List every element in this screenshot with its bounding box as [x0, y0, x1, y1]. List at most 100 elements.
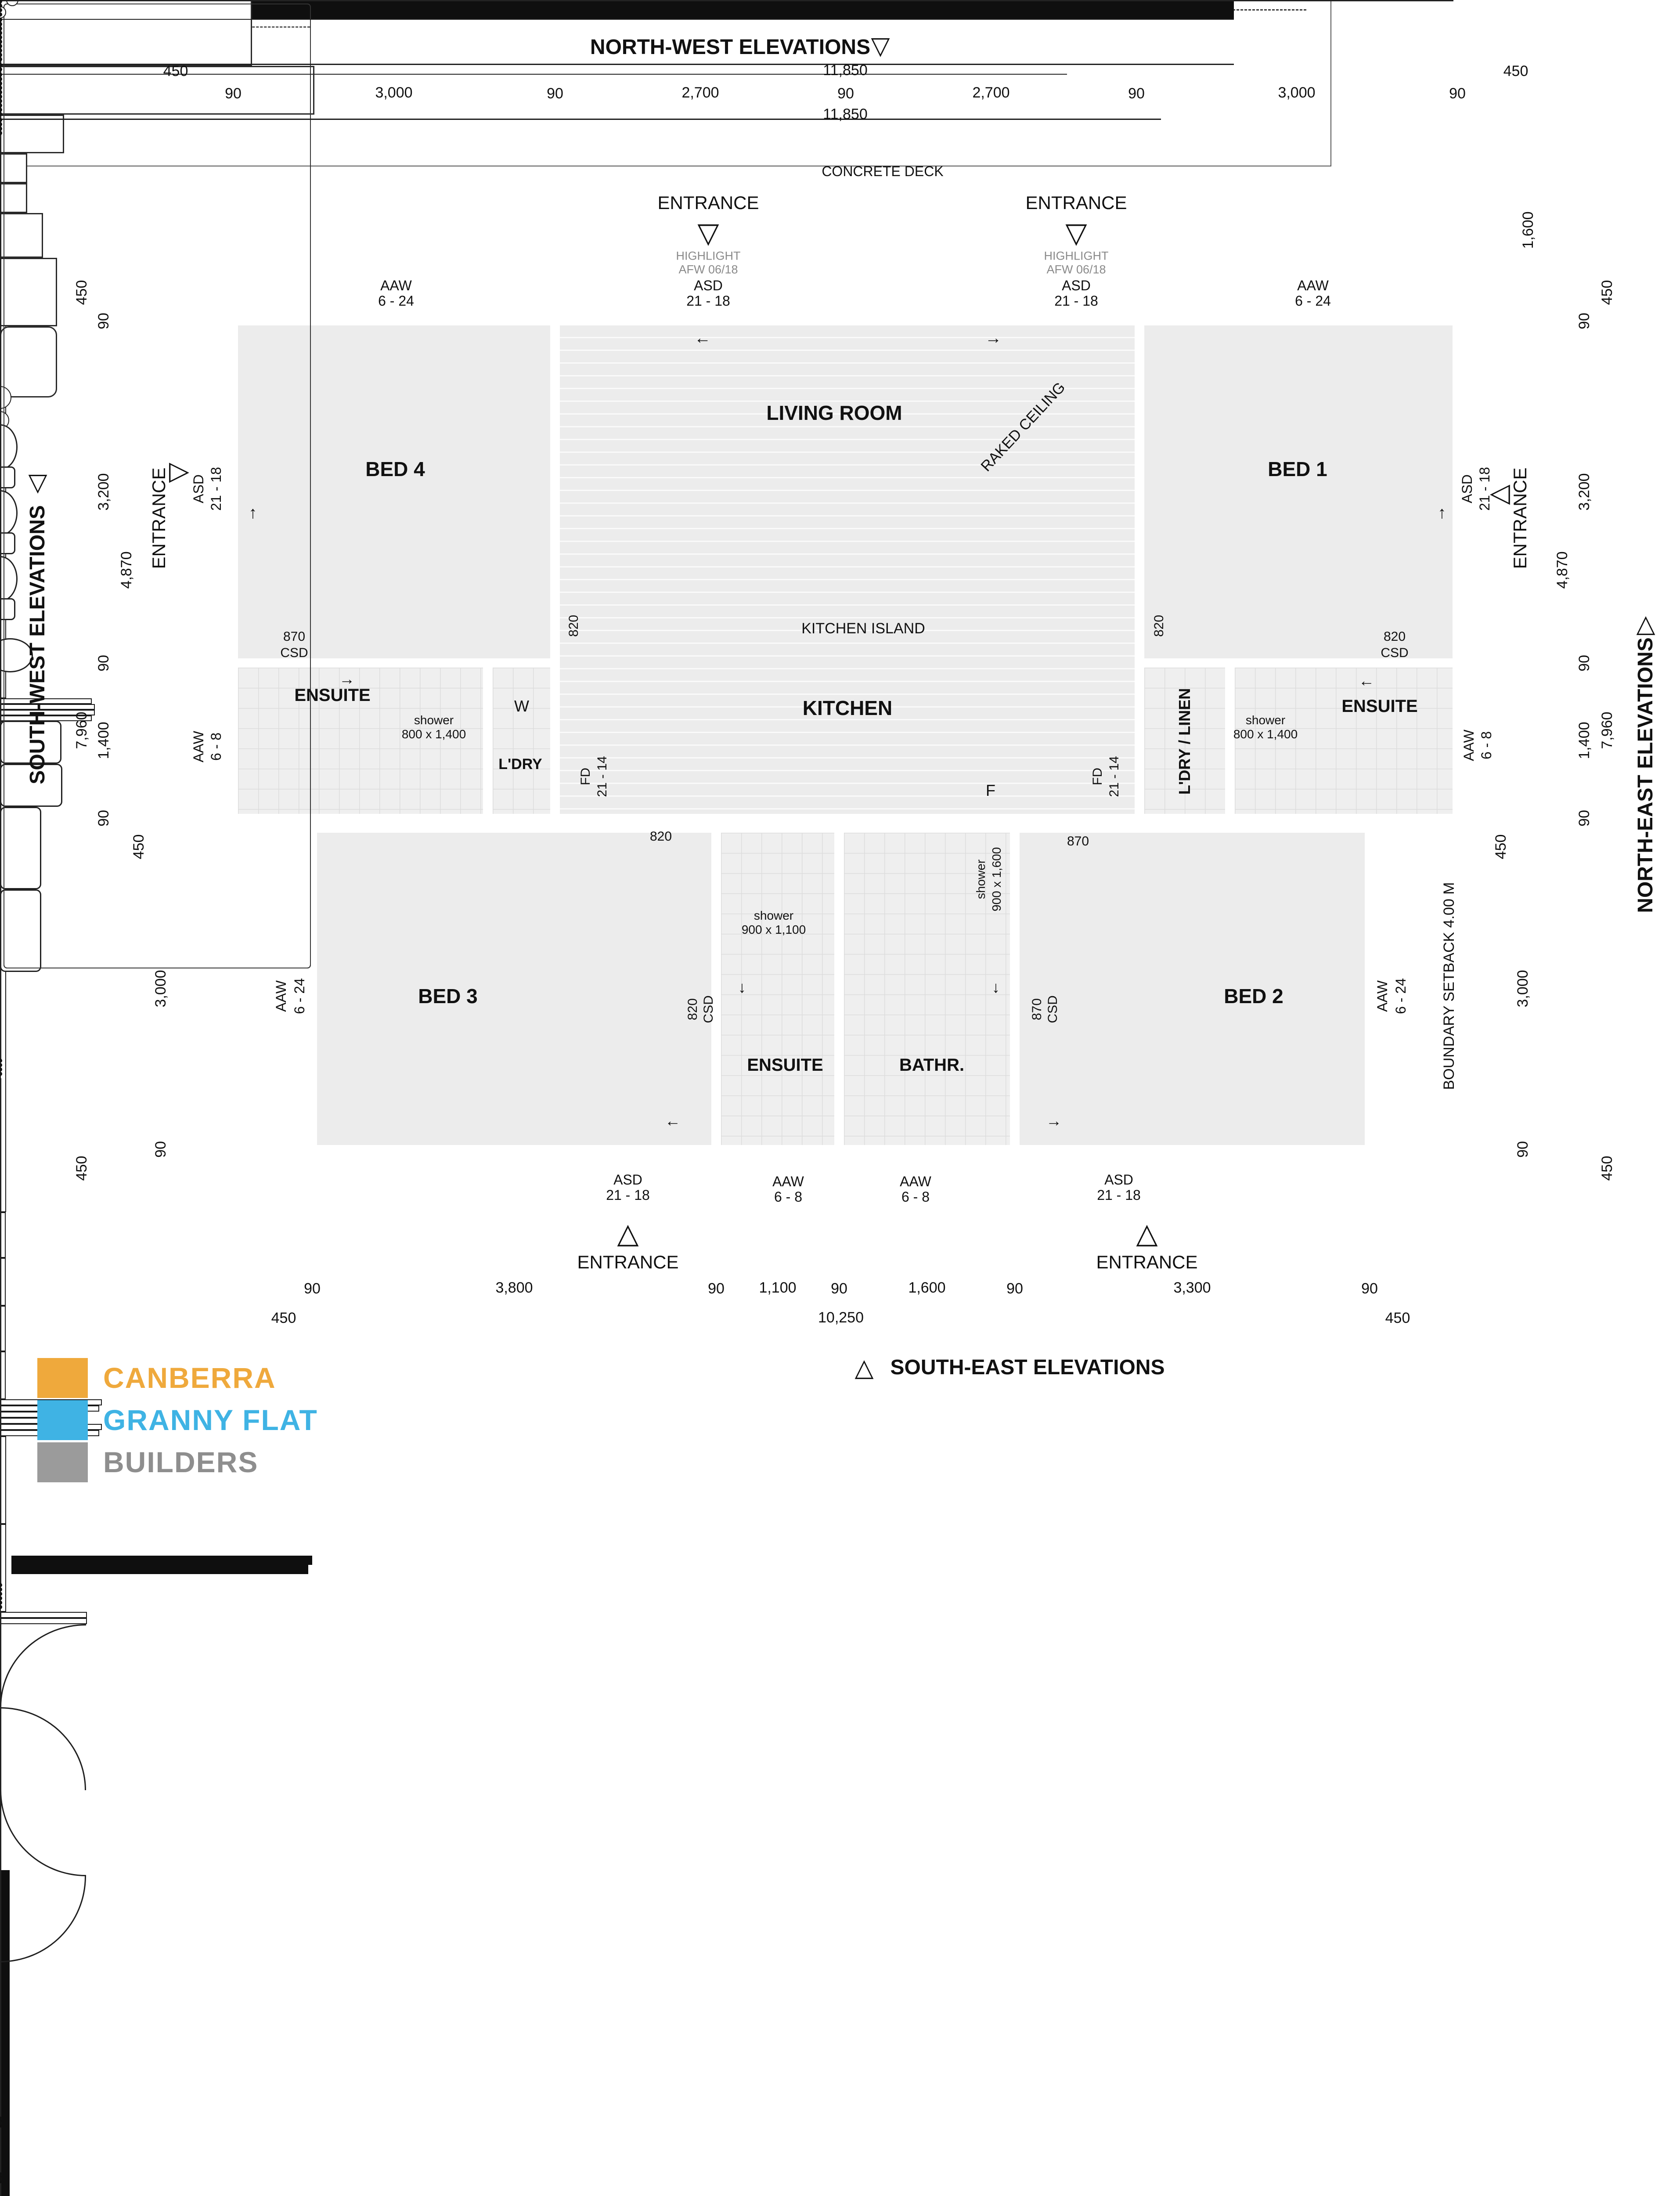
boundary-setback-label: BOUNDARY SETBACK 4.00 M — [1442, 882, 1456, 1090]
dimension-dot — [0, 1587, 2, 1592]
plan-label: 6 - 24 — [378, 294, 414, 308]
elevation-marker-north-east: △ — [1636, 611, 1655, 636]
room-label-bed-1: BED 1 — [1268, 459, 1327, 479]
plan-label: 90 — [1449, 86, 1466, 101]
dimension-dot — [0, 99, 2, 103]
plan-label: 6 - 8 — [774, 1190, 802, 1204]
dimension-dot — [0, 77, 2, 81]
plan-label: 90 — [1577, 655, 1592, 672]
plan-label: 4,870 — [1555, 551, 1570, 589]
plan-label: 10,250 — [818, 1310, 864, 1325]
logo-line-canberra: CANBERRA — [103, 1363, 276, 1392]
plan-label: ← — [1359, 673, 1374, 689]
dimension-dot — [0, 40, 2, 44]
plan-label: ← — [665, 1113, 681, 1129]
plan-label: HIGHLIGHT — [1044, 250, 1108, 262]
logo-block-orange — [37, 1358, 88, 1398]
plan-label: 21 - 14 — [1108, 756, 1121, 797]
logo-line-builders: BUILDERS — [103, 1448, 258, 1477]
plan-label: 450 — [1503, 64, 1529, 79]
plan-label: AAW — [380, 278, 412, 293]
plan-label: 90 — [1361, 1281, 1378, 1296]
plan-label: 870 — [1067, 835, 1089, 848]
plan-label: AAW — [1297, 278, 1329, 293]
dimension-dot — [0, 31, 2, 35]
plan-label: ASD — [191, 474, 205, 503]
logo-block-blue — [37, 1400, 88, 1440]
plan-label: 450 — [131, 834, 146, 860]
plan-label: 820 — [1384, 630, 1406, 643]
plan-label: 1,600 — [1521, 211, 1536, 249]
entrance-marker: ◁ — [1490, 480, 1510, 506]
plan-label: → — [985, 330, 1002, 347]
plan-label: HIGHLIGHT — [676, 250, 740, 262]
floor-plan-canvas: NORTH-WEST ELEVATIONS▽△SOUTH-EAST ELEVAT… — [0, 0, 1680, 1482]
plan-label: 900 x 1,600 — [991, 847, 1003, 911]
dimension-dot — [0, 1067, 2, 1072]
plan-label: 90 — [225, 86, 242, 101]
dimension-dot — [0, 18, 2, 22]
dimension-dot — [0, 4, 2, 8]
dimension-dot — [0, 118, 2, 122]
plan-label: 1,100 — [759, 1280, 796, 1295]
dimension-line — [0, 1078, 1, 1585]
room-label-ldry-linen: L'DRY / LINEN — [1177, 688, 1193, 795]
plan-label: 450 — [1493, 834, 1508, 860]
plan-label: 6 - 8 — [901, 1190, 930, 1204]
plan-label: 2,700 — [972, 85, 1009, 100]
elevation-marker-south-west: ▽ — [28, 470, 47, 495]
room-label-living-room: LIVING ROOM — [766, 403, 902, 423]
room-label-bed-4: BED 4 — [365, 459, 425, 479]
plan-label: 11,850 — [823, 63, 867, 78]
elevation-marker-south-east: △ — [854, 1355, 873, 1380]
plan-label: 3,000 — [153, 970, 168, 1007]
dimension-dot — [0, 1600, 2, 1605]
plan-label: 3,200 — [1577, 473, 1592, 510]
dimension-line — [0, 1611, 1, 2119]
plan-label: 900 x 1,100 — [742, 924, 806, 936]
entrance-marker: ▷ — [169, 458, 189, 484]
room-label-ensuite-mid: ENSUITE — [747, 1056, 823, 1074]
entrance-label: ENTRANCE — [657, 194, 759, 212]
entrance-label: ENTRANCE — [1511, 467, 1529, 569]
logo-blocks — [37, 1358, 88, 1482]
washing-machine-label: W — [514, 698, 529, 714]
elevation-title-south-east: SOUTH-EAST ELEVATIONS — [890, 1357, 1165, 1378]
plan-label: ↑ — [249, 505, 257, 521]
plan-label: AAW — [900, 1174, 931, 1188]
dimension-dot — [0, 126, 2, 131]
dimension-dot — [0, 57, 2, 61]
dimension-dot — [0, 122, 2, 126]
dimension-line — [0, 0, 1453, 1]
plan-label: shower — [754, 910, 793, 922]
plan-label: 90 — [96, 313, 111, 329]
dimension-line — [0, 19, 1234, 20]
plan-label: shower — [975, 860, 987, 899]
plan-label: 820 — [567, 615, 580, 637]
plan-label: 6 - 8 — [209, 733, 223, 761]
plan-label: ↑ — [1438, 505, 1446, 521]
plan-label: 90 — [837, 86, 854, 101]
plan-label: 90 — [1128, 86, 1145, 101]
plan-label: ASD — [1104, 1173, 1133, 1187]
dimension-dot — [0, 44, 2, 48]
dimension-line — [0, 119, 1161, 120]
plan-label: 3,000 — [1278, 85, 1315, 100]
plan-label: 21 - 18 — [1054, 294, 1098, 308]
dimension-dot — [0, 86, 2, 90]
entrance-marker: ▽ — [1065, 219, 1087, 247]
plan-label: CSD — [1046, 995, 1060, 1023]
plan-label: 7,960 — [74, 712, 89, 749]
plan-label: CSD — [1381, 647, 1408, 660]
dimension-dot — [0, 67, 2, 72]
plan-label: 870 — [1031, 998, 1044, 1020]
plan-label: 21 - 18 — [606, 1188, 650, 1202]
plan-label: 90 — [1006, 1281, 1023, 1296]
plan-label: AAW — [274, 980, 288, 1012]
room-label-kitchen: KITCHEN — [803, 698, 892, 718]
dimension-dot — [0, 2172, 2, 2177]
plan-label: AAW — [191, 731, 205, 762]
dimension-dot — [0, 63, 2, 67]
plan-label: AAW — [1462, 730, 1476, 761]
plan-label: 450 — [74, 280, 89, 305]
